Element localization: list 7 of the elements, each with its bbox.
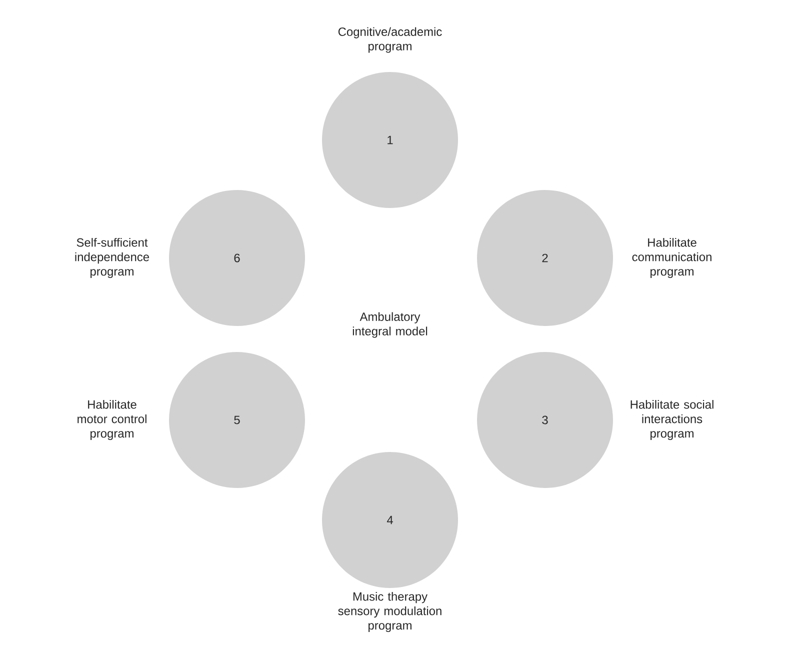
circle-label: Self-sufficient independence program [75, 238, 149, 278]
circle-label: Habilitate communication program [632, 238, 712, 278]
circle-label: Cognitive/academic program [338, 27, 442, 53]
circle-label: Music therapy sensory modulation program [338, 592, 442, 632]
center-label: Ambulatory integral model [352, 312, 428, 338]
circle-label: Habilitate motor control program [78, 400, 146, 440]
circle-label: Habilitate social interactions program [630, 400, 714, 440]
